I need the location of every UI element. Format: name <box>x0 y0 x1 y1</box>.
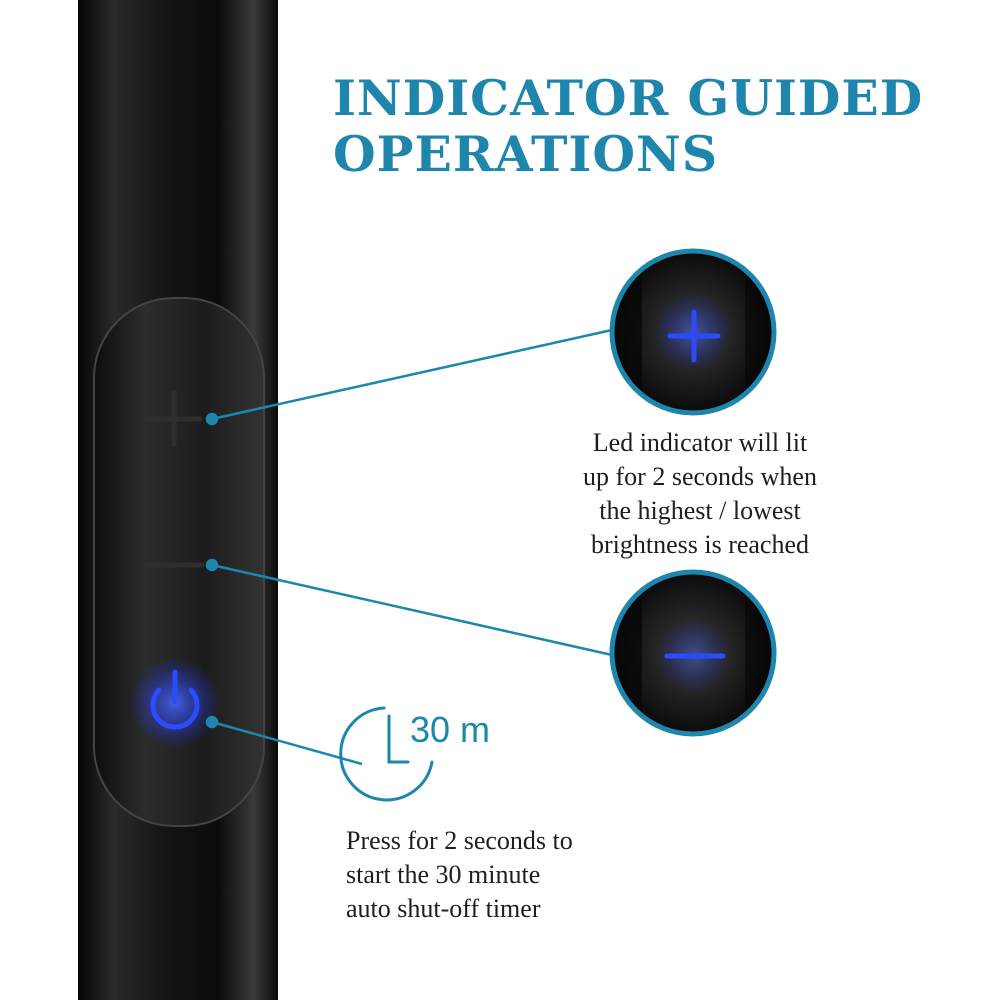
connector-lines <box>205 328 613 766</box>
title-line-1: INDICATOR GUIDED <box>333 69 924 127</box>
timer-desc-line-3: auto shut-off timer <box>346 894 541 923</box>
page-title: INDICATOR GUIDED OPERATIONS <box>333 70 973 182</box>
timer-label: 30 m <box>410 709 491 750</box>
led-desc-line-2: up for 2 seconds when <box>583 462 817 491</box>
clock-icon <box>339 706 434 802</box>
plus-icon <box>667 309 721 363</box>
zoom-circle-plus <box>609 248 777 416</box>
timer-desc-line-1: Press for 2 seconds to <box>346 826 573 855</box>
timer-desc-line-2: start the 30 minute <box>346 860 541 889</box>
led-desc-line-4: brightness is reached <box>590 530 810 559</box>
led-desc-line-1: Led indicator will lit <box>592 428 808 457</box>
timer-description: Press for 2 seconds to start the 30 minu… <box>346 824 666 926</box>
zoom-circle-minus <box>609 569 777 737</box>
led-indicator-description: Led indicator will lit up for 2 seconds … <box>530 426 870 562</box>
panel-plus-icon[interactable] <box>145 390 203 448</box>
led-desc-line-3: the highest / lowest <box>599 496 801 525</box>
title-line-2: OPERATIONS <box>333 125 719 183</box>
power-icon[interactable] <box>150 669 200 730</box>
